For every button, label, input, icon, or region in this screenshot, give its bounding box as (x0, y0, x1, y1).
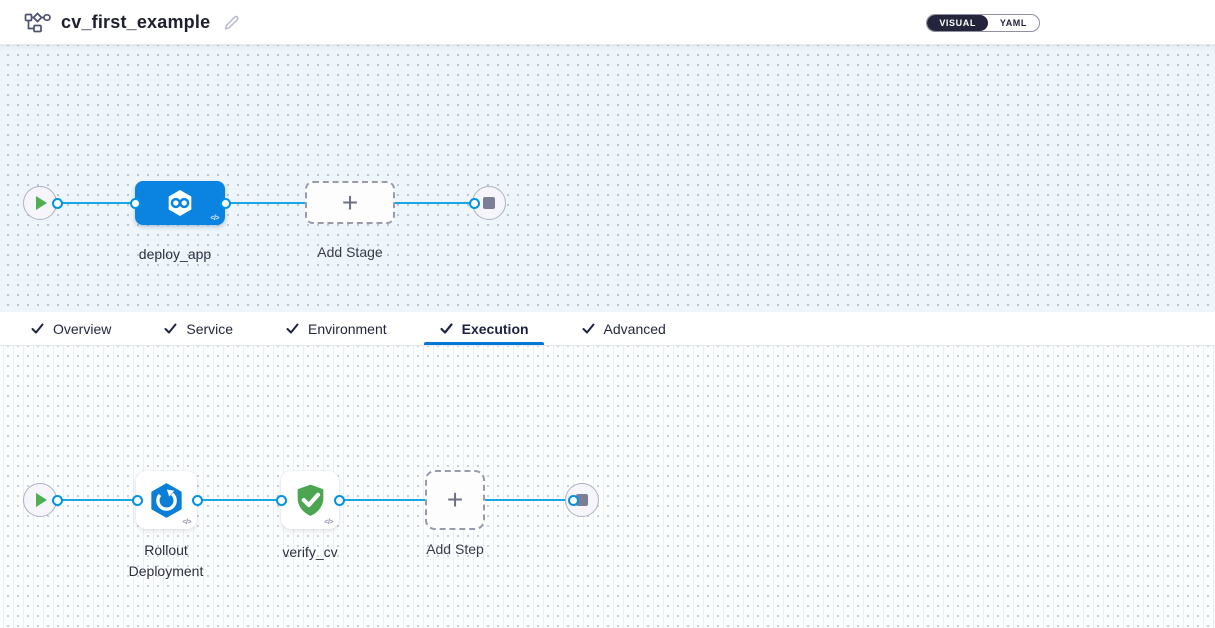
pipeline-icon (24, 11, 51, 33)
check-icon (164, 323, 177, 334)
step-label: Rollout Deployment (128, 542, 204, 579)
tab-label: Service (186, 320, 234, 337)
port (51, 494, 63, 506)
pipeline-start-node (23, 186, 57, 220)
shield-check-icon (292, 482, 329, 519)
port (567, 494, 579, 506)
port (219, 197, 231, 209)
step-node-rollout-deployment[interactable]: </> (136, 471, 197, 529)
stage-label: deploy_app (138, 246, 212, 262)
page-title: cv_first_example (61, 11, 211, 32)
edit-pencil-icon[interactable] (223, 14, 240, 31)
cd-stage-hexagon-infinity-icon (164, 187, 196, 219)
port (129, 197, 141, 209)
stop-icon (576, 494, 588, 506)
port (275, 494, 287, 506)
tab-label: Environment (308, 320, 387, 337)
add-stage-label: Add Stage (317, 244, 383, 260)
add-step-label: Add Step (426, 541, 484, 557)
tab-execution[interactable]: Execution (423, 312, 544, 345)
port (191, 494, 203, 506)
port (131, 494, 143, 506)
yaml-toggle-button[interactable]: YAML (988, 15, 1039, 31)
edge-verify-to-addstep (339, 499, 425, 501)
edge-addstep-to-end (485, 499, 573, 501)
edge-rollout-to-verify (197, 499, 281, 501)
plus-icon: + (341, 186, 359, 218)
port (333, 494, 345, 506)
yaml-snippet-badge: </> (210, 215, 219, 222)
edge-stage-to-addstage (225, 202, 305, 204)
check-icon (31, 323, 44, 334)
execution-start-node (23, 483, 57, 517)
add-step-button[interactable]: + (425, 470, 485, 530)
visual-toggle-button[interactable]: VISUAL (927, 15, 988, 31)
play-icon (36, 196, 47, 210)
edge-start-to-rollout (57, 499, 137, 501)
add-stage-button[interactable]: + (305, 181, 395, 224)
edge-addstage-to-end (395, 202, 475, 204)
tab-label: Execution (461, 320, 529, 337)
header: cv_first_example VISUAL YAML (0, 0, 1215, 45)
execution-canvas[interactable]: </> Rollout Deployment </> verify_cv + A… (0, 346, 1215, 628)
stage-config-tabs: Overview Service Environment Execution A… (0, 312, 1215, 346)
play-icon (36, 493, 47, 507)
tab-label: Overview (53, 320, 112, 337)
tab-service[interactable]: Service (163, 312, 233, 345)
plus-icon: + (446, 484, 464, 515)
stop-icon (483, 197, 495, 209)
stage-node-deploy-app[interactable]: </> (135, 181, 225, 225)
view-mode-toggle: VISUAL YAML (926, 14, 1040, 32)
check-icon (582, 323, 595, 334)
rollout-deployment-icon (148, 482, 185, 519)
step-node-verify-cv[interactable]: </> (281, 471, 339, 529)
stage-canvas[interactable]: </> deploy_app + Add Stage (0, 45, 1215, 312)
tab-environment[interactable]: Environment (285, 312, 387, 345)
port (51, 197, 63, 209)
port (468, 197, 480, 209)
yaml-snippet-badge: </> (324, 519, 333, 526)
pipeline-end-node (472, 186, 506, 220)
tab-label: Advanced (603, 320, 666, 337)
tab-overview[interactable]: Overview (30, 312, 111, 345)
step-label: verify_cv (282, 544, 338, 560)
tab-advanced[interactable]: Advanced (581, 312, 666, 345)
yaml-snippet-badge: </> (182, 519, 191, 526)
check-icon (440, 323, 453, 334)
edge-start-to-stage (57, 202, 135, 204)
check-icon (286, 323, 299, 334)
